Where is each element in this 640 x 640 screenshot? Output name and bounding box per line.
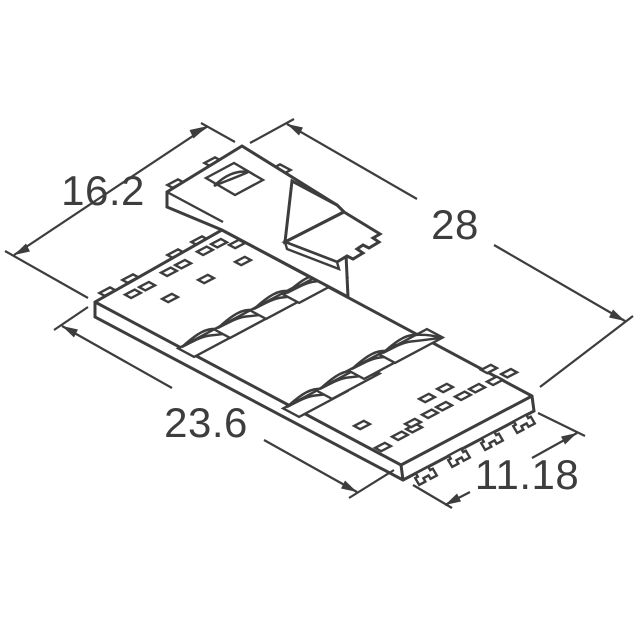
flap-lip [283, 240, 341, 271]
arrowhead [609, 309, 625, 321]
dimension-label-top-left: 16.2 [61, 167, 145, 214]
arrowhead [287, 124, 303, 136]
arrowhead [341, 480, 357, 492]
wing-fold-line [166, 190, 224, 224]
dimension-23-6: 23.6 [53, 306, 395, 499]
arrowhead [189, 126, 208, 139]
dimension-label-top-right: 28 [431, 201, 479, 248]
flap-fold-line [284, 210, 344, 244]
extension-lines [249, 118, 634, 388]
dimension-label-bottom-left: 23.6 [164, 399, 248, 446]
arrowhead [14, 243, 30, 255]
dimension-label-bottom-right: 11.18 [475, 451, 580, 498]
latch-flap [281, 178, 383, 271]
dimension-16-2: 16.2 [4, 122, 236, 299]
dimension-28: 28 [249, 118, 634, 388]
dimension-line [61, 325, 358, 493]
dimension-11-18: 11.18 [412, 412, 586, 509]
wing-opening [203, 161, 266, 197]
extension-lines [53, 306, 395, 499]
dimension-line [13, 125, 209, 256]
dimension-line [286, 123, 626, 322]
connector-body [93, 144, 536, 487]
arrowhead [62, 326, 78, 338]
plate-top-edges [94, 300, 533, 481]
arrowhead [445, 493, 461, 505]
arrowhead [561, 433, 577, 445]
